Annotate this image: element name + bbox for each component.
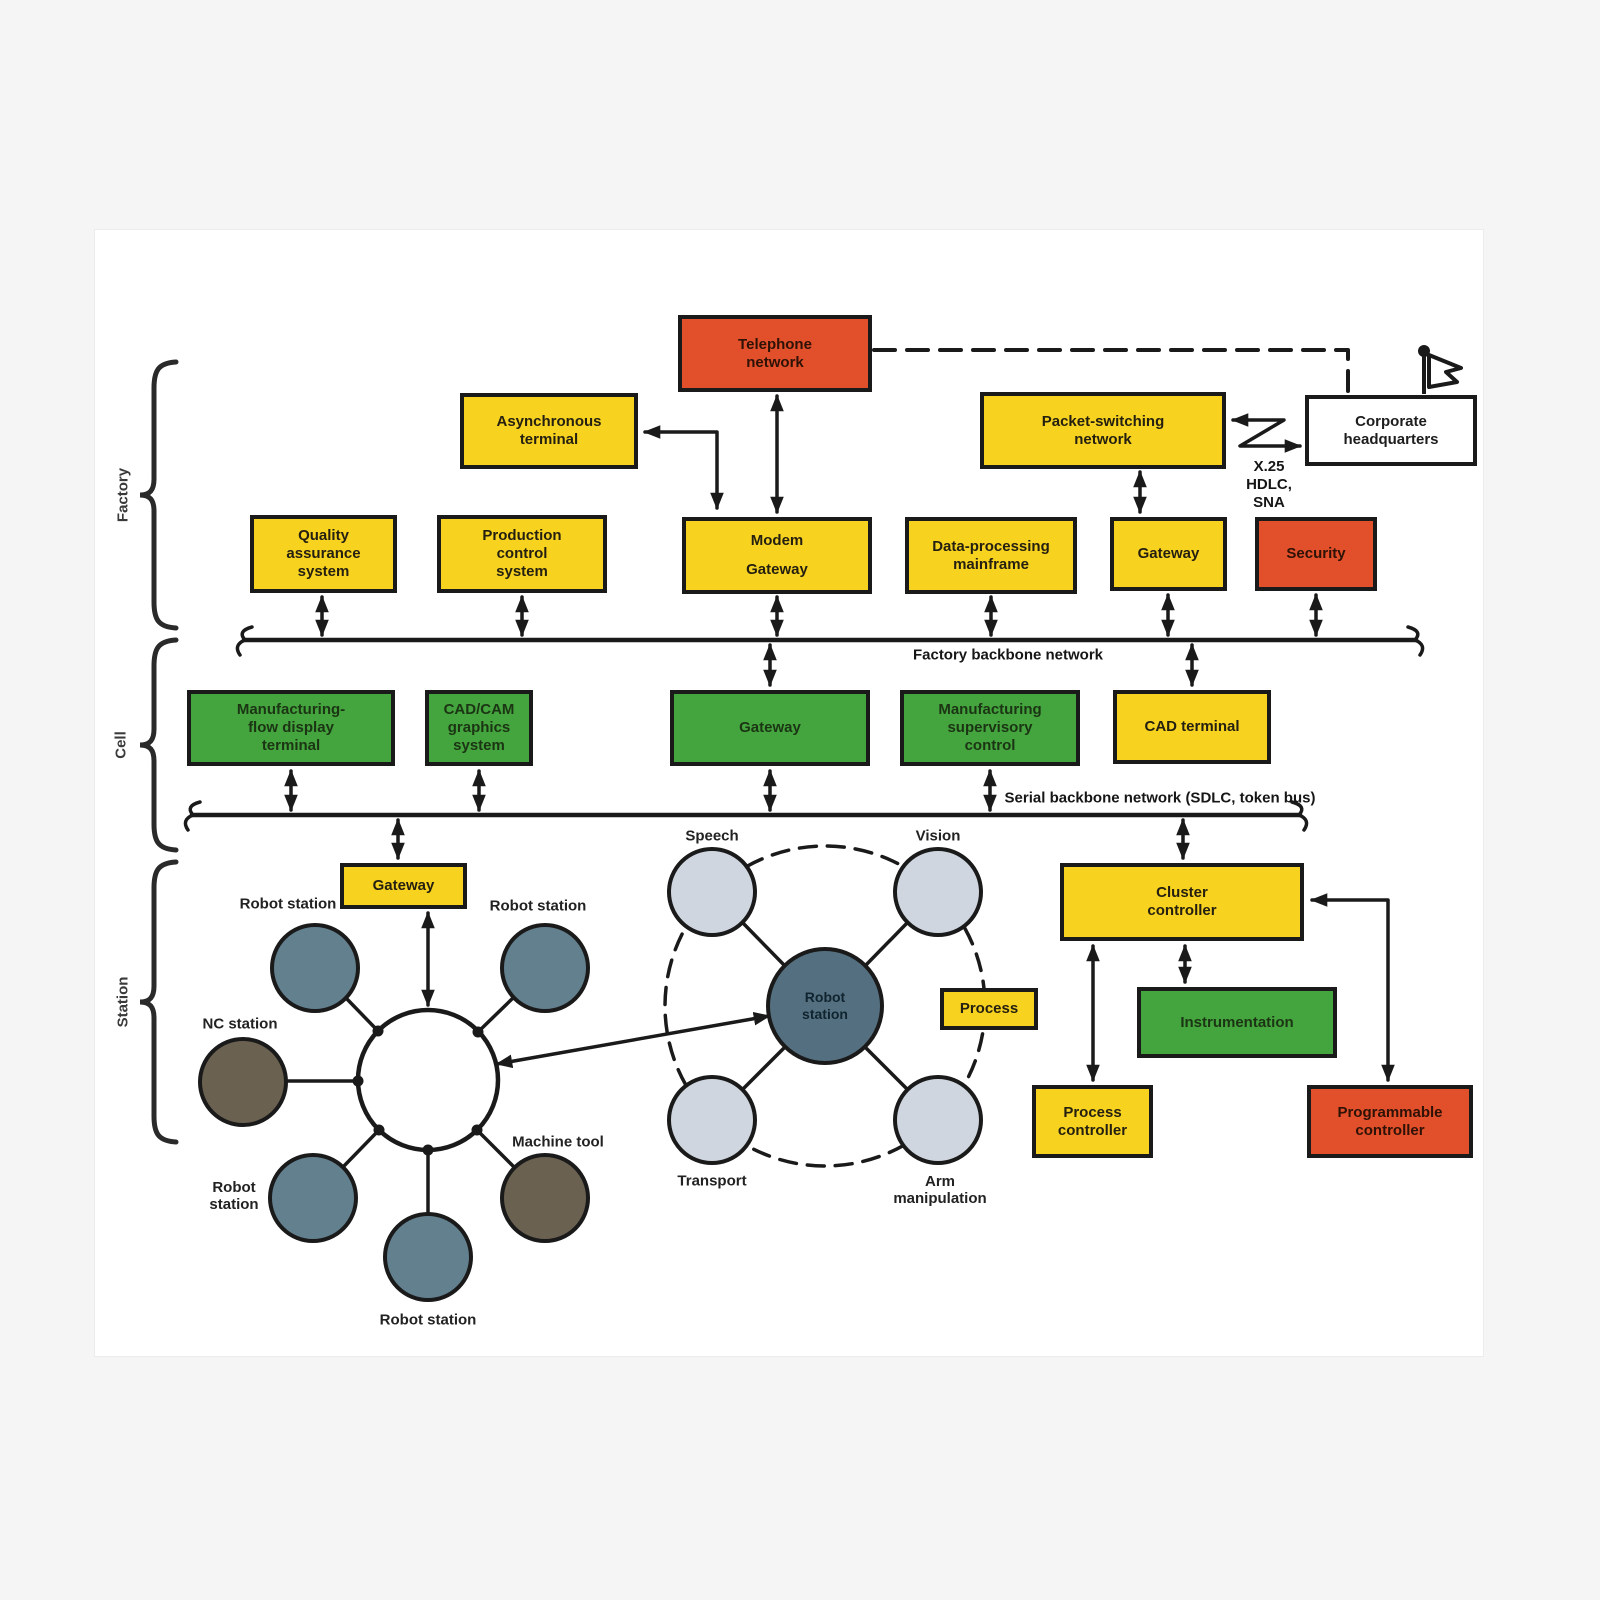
factory-backbone-label: Factory backbone network [912,646,1104,664]
asynchronous-terminal-box: Asynchronous terminal [460,393,638,469]
mfg-supervisory-box: Manufacturing supervisory control [900,690,1080,766]
production-control-box: Production control system [437,515,607,593]
robot-station-tr-label: Robot station [489,897,587,915]
telephone-network-box: Telephone network [678,315,872,392]
cad-terminal-box: CAD terminal [1113,690,1271,764]
serial-backbone-label: Serial backbone network (SDLC, token bus… [1004,789,1316,807]
quality-assurance-box: Quality assurance system [250,515,397,593]
corporate-headquarters-box: Corporate headquarters [1305,395,1477,466]
instrumentation-box: Instrumentation [1137,987,1337,1058]
modem-label: Modem [750,532,804,550]
protocol-label: X.25 HDLC, SNA [1246,458,1292,511]
station-bracket-label: Station [114,976,132,1028]
gateway-factory-box: Gateway [1110,517,1227,591]
arm-manipulation-label: Arm manipulation [893,1172,987,1207]
process-controller-box: Process controller [1032,1085,1153,1158]
programmable-controller-box: Programmable controller [1307,1085,1473,1158]
robot-station-bl-label: Robot station [209,1178,259,1213]
packet-switching-box: Packet-switching network [980,392,1226,469]
speech-label: Speech [685,827,739,845]
machine-tool-label: Machine tool [512,1133,604,1151]
modem-gateway-box: Modem Gateway [682,517,872,594]
robot-station-hub-label: Robot station [802,989,848,1022]
transport-label: Transport [677,1172,747,1190]
mfg-flow-display-box: Manufacturing-flow display terminal [187,690,395,766]
robot-station-tl-label: Robot station [239,895,337,913]
process-box: Process [940,988,1038,1030]
gateway-station-box: Gateway [340,863,467,909]
cell-bracket-label: Cell [112,731,130,759]
factory-bracket-label: Factory [114,467,132,523]
cluster-controller-box: Cluster controller [1060,863,1304,941]
security-box: Security [1255,517,1377,591]
modem-gateway-label: Gateway [746,561,808,579]
robot-station-bottom-label: Robot station [379,1311,477,1329]
nc-station-label: NC station [202,1015,278,1033]
data-processing-box: Data-processing mainframe [905,517,1077,594]
gateway-cell-box: Gateway [670,690,870,766]
vision-label: Vision [915,827,961,845]
cadcam-graphics-box: CAD/CAM graphics system [425,690,533,766]
